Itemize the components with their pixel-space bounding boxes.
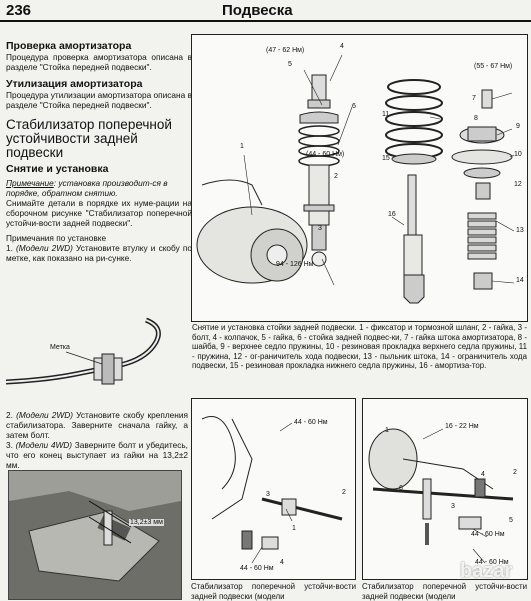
stab-left-torque-a: 44 - 60 Нм <box>294 419 328 426</box>
part-number-6: 6 <box>352 103 356 110</box>
part-number-12: 12 <box>514 181 522 188</box>
paragraph-order: Снимайте детали в порядке их нуме-рации … <box>6 198 192 228</box>
part-number-9: 9 <box>516 123 520 130</box>
figure-rear-strut: (47 - 62 Нм) (44 - 60 Нм) 94 - 126 Нм (5… <box>191 34 528 370</box>
figure-stabilizer-right: 16 - 22 Нм 44 - 60 Нм 44 - 60 Нм 1 2 3 4… <box>362 398 528 580</box>
figure-stabilizer-left: 44 - 60 Нм 44 - 60 Нм 1 2 3 4 <box>191 398 356 580</box>
stab-left-num-4: 4 <box>280 559 284 566</box>
stab-left-num-2: 2 <box>342 489 346 496</box>
left-column: Проверка амортизатора Процедура проверка… <box>6 40 192 263</box>
note-1-text: Установите втулку и скобу по метке, как … <box>6 243 193 263</box>
note-1-model: (Модели 2WD) <box>16 243 73 253</box>
install-note-3: 3. (Модели 4WD) Заверните болт и убедите… <box>6 440 188 470</box>
section-title-disposal: Утилизация амортизатора <box>6 78 143 90</box>
note-3-model: (Модели 4WD) <box>15 440 73 450</box>
torque-bottom-label: 94 - 126 Нм <box>276 261 314 268</box>
protrusion-label: 13,2±3 мм <box>129 519 164 526</box>
part-number-13: 13 <box>516 227 524 234</box>
left-column-bottom: 2. (Модели 2WD) Установите скобу креплен… <box>6 410 188 470</box>
page-title: Подвеска <box>222 2 293 19</box>
strut-figure-caption: Снятие и установка стойки задней подвеск… <box>192 323 527 371</box>
stab-right-num-4: 4 <box>481 471 485 478</box>
note-2-num: 2. <box>6 410 17 420</box>
torque-right-label: (55 - 67 Нм) <box>474 63 513 70</box>
stab-right-caption: Стабилизатор поперечной устойчи-вости за… <box>362 582 527 601</box>
page-number: 236 <box>6 2 32 19</box>
mark-label: Метка <box>50 344 70 351</box>
stab-left-num-3: 3 <box>266 491 270 498</box>
part-number-8: 8 <box>474 115 478 122</box>
stabilizer-bushing-drawing <box>5 317 161 385</box>
part-number-15: 15 <box>382 155 390 162</box>
note-3-num: 3. <box>6 440 16 450</box>
stabilizer-right-drawing <box>368 428 514 564</box>
install-note-1: 1. (Модели 2WD) Установите втулку и скоб… <box>6 243 192 263</box>
stab-right-num-6: 6 <box>399 485 403 492</box>
part-number-1: 1 <box>240 143 244 150</box>
note-label: Примечание <box>6 178 54 188</box>
stab-left-torque-b: 44 - 60 Нм <box>240 565 274 572</box>
stab-left-caption: Стабилизатор поперечной устойчи-вости за… <box>191 582 356 601</box>
note-3-text: Заверните болт и убедитесь, что его коне… <box>6 440 188 470</box>
note-2-text: Установите скобу крепления стабилизатора… <box>6 410 188 440</box>
stab-right-num-2: 2 <box>513 469 517 476</box>
header-rule <box>0 20 531 22</box>
stab-right-torque-c: 44 - 60 Нм <box>475 559 509 566</box>
stab-right-num-3: 3 <box>451 503 455 510</box>
stabilizer-left-drawing <box>201 416 343 564</box>
note-2-model: (Модели 2WD) <box>16 410 73 420</box>
part-number-16: 16 <box>388 211 396 218</box>
stab-right-num-5: 5 <box>509 517 513 524</box>
stab-right-num-1: 1 <box>385 427 389 434</box>
part-number-2: 2 <box>334 173 338 180</box>
install-notes-title: Примечания по установке <box>6 233 107 243</box>
stab-right-torque-b: 44 - 60 Нм <box>471 531 505 538</box>
strut-exploded-drawing <box>196 54 515 304</box>
note: Примечание: установка производит-ся в по… <box>6 178 192 198</box>
watermark: bazar <box>460 560 513 582</box>
photo-bolt-protrusion: 13,2±3 мм <box>8 470 182 600</box>
section-body-check: Процедура проверка амортизатора описана … <box>6 52 192 72</box>
part-number-4: 4 <box>340 43 344 50</box>
part-number-7: 7 <box>472 95 476 102</box>
bolt-photo-drawing <box>9 471 181 599</box>
part-number-14: 14 <box>516 277 524 284</box>
note-1-num: 1. <box>6 243 17 253</box>
section-title-stabilizer: Стабилизатор поперечной устойчивости зад… <box>6 117 172 160</box>
torque-mid-label: (44 - 60 Нм) <box>306 151 345 158</box>
figure-bushing-mark: Метка <box>5 302 186 402</box>
stab-right-torque-a: 16 - 22 Нм <box>445 423 479 430</box>
part-number-11: 11 <box>382 111 390 118</box>
part-number-5: 5 <box>288 61 292 68</box>
note-text: : установка производит-ся в порядке, обр… <box>6 178 168 198</box>
part-number-10: 10 <box>514 151 522 158</box>
part-number-3: 3 <box>318 225 322 232</box>
install-note-2: 2. (Модели 2WD) Установите скобу креплен… <box>6 410 188 440</box>
stab-left-num-1: 1 <box>292 525 296 532</box>
section-subtitle-removal: Снятие и установка <box>6 163 109 175</box>
torque-top-label: (47 - 62 Нм) <box>266 47 305 54</box>
section-body-disposal: Процедура утилизации амортизатора описан… <box>6 90 192 110</box>
section-title-check: Проверка амортизатора <box>6 40 132 52</box>
